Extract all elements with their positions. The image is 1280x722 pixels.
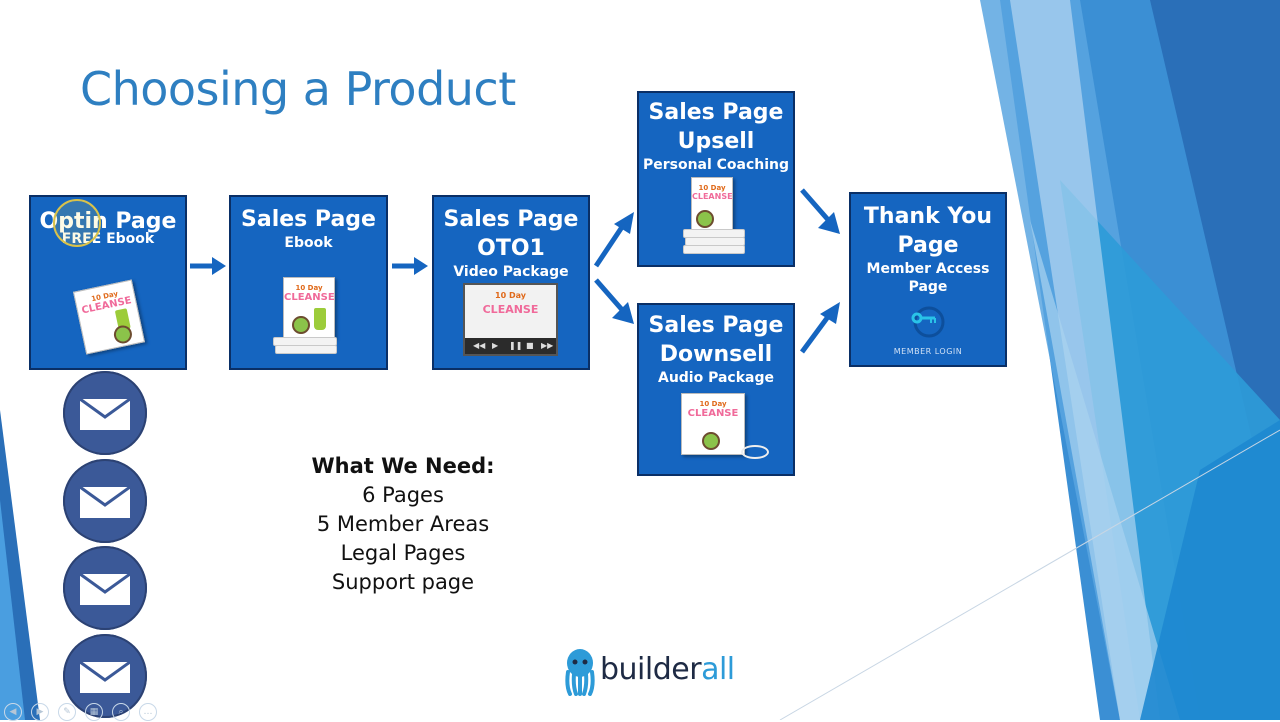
video-book-title: CLEANSE xyxy=(482,303,539,316)
kiwi-icon xyxy=(702,432,720,450)
arrow-sales-to-oto1 xyxy=(392,257,428,275)
video-player-image: CLEANSE 10 Day ◀◀ ▶ ❚❚ ■ ▶▶ xyxy=(463,283,558,356)
rewind-icon: ◀◀ xyxy=(473,341,486,350)
requirement-item: 5 Member Areas xyxy=(316,512,490,536)
email-circle-2 xyxy=(63,459,147,543)
sales-page-sub: Ebook xyxy=(284,235,333,251)
forward-icon: ▶▶ xyxy=(541,341,554,350)
arrow-optin-to-sales xyxy=(190,257,226,275)
thank-you-page-box: Thank You Page Member Access Page MEMBER… xyxy=(849,192,1007,367)
mail-icon xyxy=(79,660,131,693)
downsell-page-box: Sales Page Downsell Audio Package 10 Day… xyxy=(637,303,795,476)
upsell-heading-line2: Upsell xyxy=(677,129,755,154)
book-top-text: 10 Day xyxy=(699,400,727,408)
book-top-text: 10 Day xyxy=(698,184,726,192)
audio-package-image: 10 Day CLEANSE xyxy=(681,393,745,455)
logo-text-main: builder xyxy=(600,652,702,687)
oto1-heading-line2: OTO1 xyxy=(477,236,545,261)
arrow-oto1-to-upsell xyxy=(593,212,634,268)
video-book-top: 10 Day xyxy=(495,291,526,300)
video-controls-bar: ◀◀ ▶ ❚❚ ■ ▶▶ xyxy=(465,338,556,354)
builderall-octopus-logo-icon xyxy=(565,649,595,696)
mail-icon xyxy=(79,397,131,430)
stop-icon: ■ xyxy=(526,341,534,350)
cursor-highlight-ring xyxy=(53,199,101,247)
slide-title: Choosing a Product xyxy=(80,62,516,116)
upsell-page-box: Sales Page Upsell Personal Coaching 10 D… xyxy=(637,91,795,267)
pause-icon: ❚❚ xyxy=(509,341,523,350)
book-title-text: CLEANSE xyxy=(687,408,739,419)
requirements-heading: What We Need: xyxy=(311,454,495,478)
slides-grid-icon[interactable]: ▦ xyxy=(85,703,103,721)
oto1-heading-line1: Sales Page xyxy=(443,207,579,232)
thankyou-heading-line1: Thank You xyxy=(863,204,993,229)
ebook-cover-image: 10 Day CLEANSE xyxy=(73,279,145,355)
pen-icon[interactable]: ✎ xyxy=(58,703,76,721)
book-top-text: 10 Day xyxy=(295,284,323,292)
mail-icon xyxy=(79,572,131,605)
smoothie-glass-icon xyxy=(314,308,326,330)
key-icon xyxy=(911,306,945,338)
more-options-icon[interactable]: … xyxy=(139,703,157,721)
upsell-heading-line1: Sales Page xyxy=(648,100,784,125)
book-stack-layer xyxy=(275,345,337,354)
downsell-heading-line1: Sales Page xyxy=(648,313,784,338)
requirement-item: Support page xyxy=(331,570,475,594)
member-login-label: MEMBER LOGIN xyxy=(893,347,963,356)
arrow-upsell-to-thankyou xyxy=(800,188,840,234)
builderall-logo-text: builderall xyxy=(600,652,735,687)
requirements-list: What We Need: 6 Pages 5 Member Areas Leg… xyxy=(300,452,506,597)
thankyou-sub-line1: Member Access xyxy=(866,261,990,277)
book-title-text: CLEANSE xyxy=(284,292,335,303)
upsell-sub: Personal Coaching xyxy=(642,157,790,173)
downsell-heading-line2: Downsell xyxy=(659,342,773,367)
ebook-stack-image: 10 Day CLEANSE xyxy=(283,277,335,339)
sales-page-heading: Sales Page xyxy=(241,207,376,232)
arrow-downsell-to-thankyou xyxy=(799,302,840,354)
logo-text-accent: all xyxy=(701,652,735,687)
arrow-oto1-to-downsell xyxy=(594,278,634,324)
next-slide-icon[interactable]: ▶ xyxy=(31,703,49,721)
kiwi-icon xyxy=(292,316,310,334)
email-circle-1 xyxy=(63,371,147,455)
book-stack-layer xyxy=(683,245,745,254)
downsell-sub: Audio Package xyxy=(657,370,775,386)
earbuds-icon xyxy=(741,445,769,459)
previous-slide-icon[interactable]: ◀ xyxy=(4,703,22,721)
slideshow-toolbar: ◀ ▶ ✎ ▦ ⌕ … xyxy=(4,699,166,721)
mail-icon xyxy=(79,485,131,518)
requirement-item: 6 Pages xyxy=(362,483,444,507)
sales-page-box: Sales Page Ebook 10 Day CLEANSE xyxy=(229,195,388,370)
book-title-text: CLEANSE xyxy=(692,192,733,201)
email-circle-3 xyxy=(63,546,147,630)
requirement-item: Legal Pages xyxy=(340,541,466,565)
play-icon: ▶ xyxy=(492,341,499,350)
zoom-icon[interactable]: ⌕ xyxy=(112,703,130,721)
kiwi-icon xyxy=(696,210,714,228)
ebook-stack-image: 10 Day CLEANSE xyxy=(691,177,733,231)
email-circle-4 xyxy=(63,634,147,718)
thankyou-heading-line2: Page xyxy=(897,233,959,258)
oto1-sub: Video Package xyxy=(453,264,569,280)
thankyou-sub-line2: Page xyxy=(908,279,948,295)
